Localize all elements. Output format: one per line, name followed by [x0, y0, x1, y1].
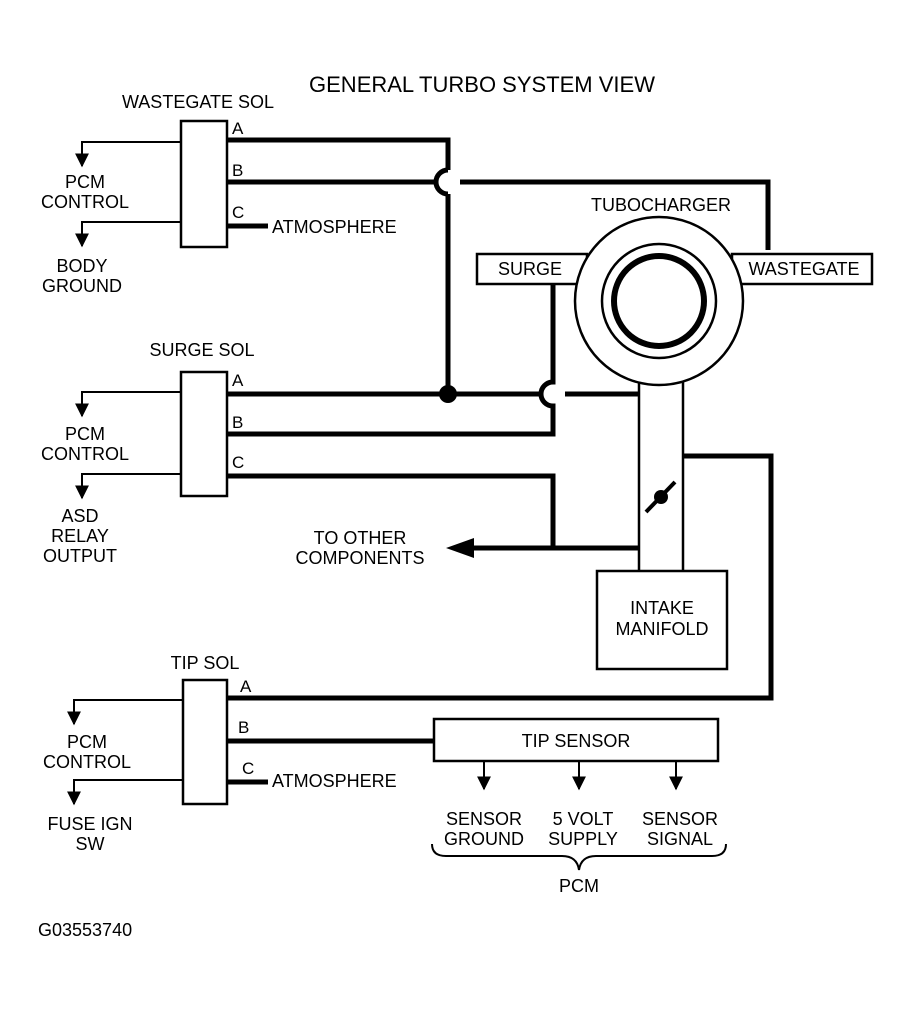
other-components-arrow: [446, 538, 474, 558]
wastegate-pcm-lead: [75, 141, 181, 168]
wastegate-pin-a: A: [232, 119, 244, 138]
surge-pcm-line1: PCM: [65, 424, 105, 444]
wastegate-pin-b: B: [232, 161, 243, 180]
tip-pin-c: C: [242, 759, 254, 778]
surge-pcm-line2: CONTROL: [41, 444, 129, 464]
wastegate-vent-label: ATMOSPHERE: [272, 217, 397, 237]
wastegate-sol-body: [179, 119, 229, 249]
diagram-title: GENERAL TURBO SYSTEM VIEW: [309, 72, 655, 97]
tip-sol-body: [181, 678, 229, 806]
intake-manifold-box: [595, 569, 729, 671]
wastegate-pcm-line1: PCM: [65, 172, 105, 192]
hose-wastegate-a: [228, 137, 451, 170]
surge-sol-label: SURGE SOL: [149, 340, 254, 360]
turbo-core: [611, 253, 707, 349]
hose-wastegate-b-cont: [460, 179, 771, 250]
tip-power-line2: SW: [76, 834, 105, 854]
tip-power-lead: [67, 779, 183, 806]
tip-power-line1: FUSE IGN: [47, 814, 132, 834]
surge-power-line1: ASD: [61, 506, 98, 526]
sensor-signal-line1: SENSOR: [642, 809, 718, 829]
surge-port-label: SURGE: [498, 259, 562, 279]
wastegate-pcm-line2: CONTROL: [41, 192, 129, 212]
tip-pcm-lead: [67, 699, 183, 726]
wastegate-solenoid: WASTEGATE SOL A B C ATMOSPHERE PCM CONTR…: [41, 92, 397, 296]
tip-sensor-label: TIP SENSOR: [522, 731, 631, 751]
surge-power-lead: [75, 473, 181, 500]
supply-line2: SUPPLY: [548, 829, 618, 849]
throttle-shaft: [654, 490, 668, 504]
wastegate-port-label: WASTEGATE: [748, 259, 859, 279]
wastegate-ground-line1: BODY: [56, 256, 107, 276]
supply-line1: 5 VOLT: [553, 809, 614, 829]
surge-power-line2: RELAY: [51, 526, 109, 546]
pcm-group-label: PCM: [559, 876, 599, 896]
tip-pin-b: B: [238, 718, 249, 737]
tip-sensor-box: [432, 717, 720, 763]
other-components-line1: TO OTHER: [314, 528, 407, 548]
tip-pin-a: A: [240, 677, 252, 696]
hose-crossover-surge: [538, 372, 556, 414]
hose-surge-b: [228, 412, 556, 437]
sensor-ground-line1: SENSOR: [446, 809, 522, 829]
other-components-line2: COMPONENTS: [295, 548, 424, 568]
figure-id: G03553740: [38, 920, 132, 940]
intake-manifold-line2: MANIFOLD: [615, 619, 708, 639]
surge-pin-c: C: [232, 453, 244, 472]
wastegate-pin-c: C: [232, 203, 244, 222]
surge-port: [475, 252, 589, 286]
intake-manifold-line1: INTAKE: [630, 598, 694, 618]
hose-junction: [439, 385, 457, 403]
surge-sol-body: [179, 370, 229, 498]
vacuum-hoses: [228, 137, 774, 785]
hose-surge-c: [228, 473, 556, 548]
wastegate-ground-line2: GROUND: [42, 276, 122, 296]
intake-manifold: INTAKE MANIFOLD: [595, 569, 729, 671]
tip-vent-label: ATMOSPHERE: [272, 771, 397, 791]
sensor-ground-line2: GROUND: [444, 829, 524, 849]
wastegate-port: [730, 252, 874, 286]
tip-sol-label: TIP SOL: [171, 653, 240, 673]
pcm-brace: [431, 843, 727, 871]
turbocharger-label: TUBOCHARGER: [591, 195, 731, 215]
surge-pcm-lead: [75, 391, 181, 418]
surge-pin-a: A: [232, 371, 244, 390]
tip-solenoid: TIP SOL A B C ATMOSPHERE PCM CONTROL FUS…: [43, 653, 397, 854]
tip-pcm-line2: CONTROL: [43, 752, 131, 772]
wastegate-ground-lead: [75, 221, 181, 248]
surge-power-line3: OUTPUT: [43, 546, 117, 566]
hose-crossover-wastegate: [433, 167, 449, 197]
tip-sensor: TIP SENSOR SENSOR GROUND 5 VOLT SUPPLY S…: [431, 717, 727, 896]
tip-pcm-line1: PCM: [67, 732, 107, 752]
surge-pin-b: B: [232, 413, 243, 432]
turbocharger: TUBOCHARGER SURGE WASTEGATE: [475, 195, 874, 574]
hose-tip-a: [228, 453, 774, 701]
wastegate-sol-label: WASTEGATE SOL: [122, 92, 274, 112]
surge-solenoid: SURGE SOL A B C PCM CONTROL ASD RELAY OU…: [41, 340, 255, 566]
sensor-signal-line2: SIGNAL: [647, 829, 713, 849]
